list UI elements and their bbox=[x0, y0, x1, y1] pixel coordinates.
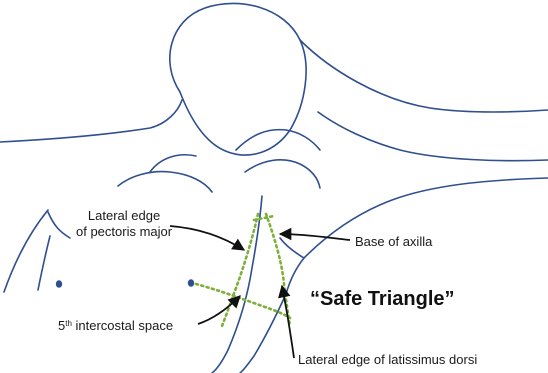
pectoris-major-arrow bbox=[170, 226, 244, 250]
intercostal-dotted-line bbox=[196, 284, 290, 318]
pectoris-major-label-line1: Lateral edge bbox=[76, 208, 172, 224]
right-nipple bbox=[188, 279, 194, 287]
upper-chest-crease bbox=[245, 160, 320, 188]
raised-arm-outline bbox=[300, 40, 548, 112]
base-of-axilla-label: Base of axilla bbox=[355, 234, 432, 250]
pectoris-major-label-line2: of pectoris major bbox=[76, 224, 172, 240]
intercostal-suffix: th bbox=[65, 319, 72, 328]
intercostal-space-label: 5th intercostal space bbox=[58, 318, 173, 334]
pectoris-major-dotted-line bbox=[222, 214, 258, 326]
intercostal-space-arrow bbox=[198, 296, 240, 324]
left-arm-inner bbox=[38, 236, 50, 290]
left-shoulder-outline bbox=[0, 100, 182, 142]
base-of-axilla-arrow bbox=[280, 234, 350, 240]
left-arm-outline bbox=[4, 210, 48, 292]
axilla-outline bbox=[240, 238, 304, 373]
intercostal-rest: intercostal space bbox=[72, 318, 173, 333]
latissimus-dorsi-label: Lateral edge of latissimus dorsi bbox=[298, 352, 477, 368]
left-torso-edge bbox=[48, 212, 70, 238]
left-nipple bbox=[56, 280, 62, 288]
left-shoulder-crease bbox=[118, 172, 212, 192]
raised-arm-lower-outline bbox=[318, 112, 548, 161]
forearm-outline bbox=[236, 130, 320, 150]
latissimus-dorsi-arrow bbox=[282, 286, 294, 358]
neck-crease bbox=[150, 155, 196, 172]
head-outline bbox=[170, 3, 306, 155]
pectoris-major-label: Lateral edge of pectoris major bbox=[76, 208, 172, 240]
diagram-title: “Safe Triangle” bbox=[310, 288, 455, 311]
